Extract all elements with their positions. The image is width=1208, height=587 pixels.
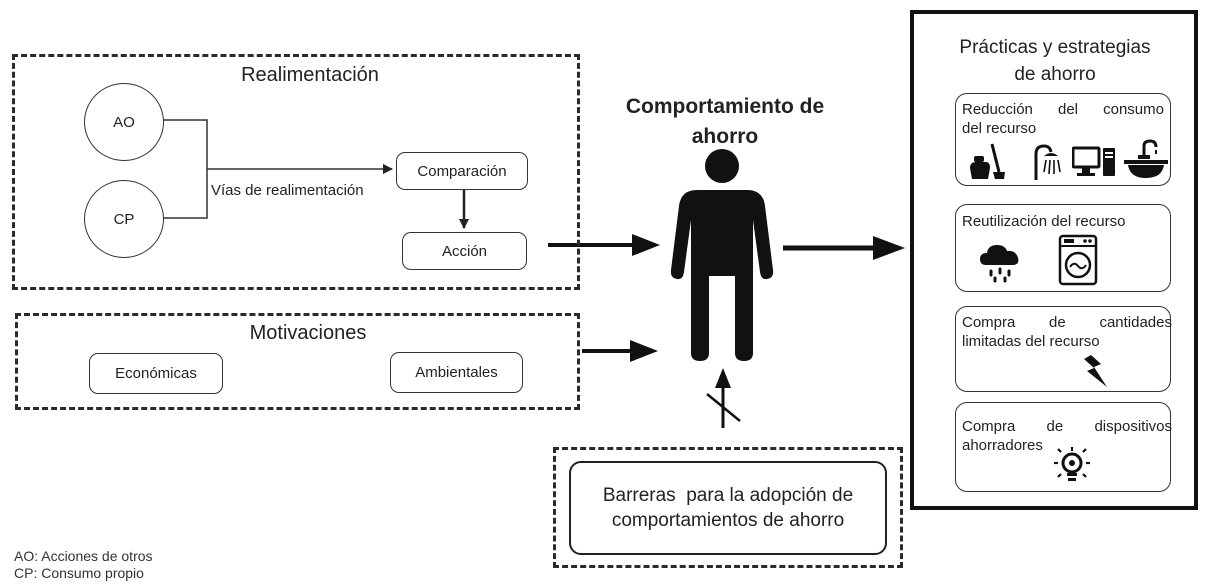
shower-icon: [1034, 144, 1061, 180]
reduction-line1: Reducción del consumo: [962, 101, 1164, 118]
action-box: Acción: [402, 232, 527, 270]
devices-panel: [955, 402, 1171, 492]
environmental-box: Ambientales: [390, 352, 523, 393]
limited-line1: Compra de cantidades: [962, 314, 1172, 331]
comparison-label: Comparación: [417, 162, 507, 180]
legend-ao: AO: Acciones de otros: [14, 548, 153, 564]
limited-line2: limitadas del recurso: [962, 333, 1100, 350]
person-icon: [670, 149, 774, 361]
feedback-paths-label: Vías de realimentación: [211, 182, 364, 199]
action-label: Acción: [441, 242, 488, 260]
action-to-person-arrow: [548, 234, 660, 256]
motivations-section: [15, 313, 580, 410]
center-title-line1: Comportamiento de: [625, 95, 825, 118]
computer-icon: [1072, 146, 1115, 176]
rain-cloud-icon: [980, 245, 1019, 283]
legend: AO: Acciones de otros CP: Consumo propio: [14, 548, 153, 582]
faucet-icon: [1124, 139, 1168, 178]
feedback-paths: [163, 119, 393, 219]
ao-label: AO: [113, 113, 135, 131]
practices-section: [910, 10, 1198, 510]
ao-node: AO: [84, 83, 164, 161]
washing-machine-icon: [1058, 234, 1098, 286]
comparison-box: Comparación: [396, 152, 528, 190]
center-title-line2: ahorro: [691, 125, 759, 148]
center-title: Comportamiento de ahorro: [600, 92, 850, 152]
limited-text: Compra de cantidades limitadas del recur…: [962, 313, 1172, 351]
devices-text: Compra de dispositivos ahorradores: [962, 417, 1172, 455]
reuse-text: Reutilización del recurso: [962, 213, 1126, 230]
economic-label: Económicas: [115, 365, 197, 382]
cleaning-icon: [970, 143, 1005, 179]
practices-title-line2: de ahorro: [1014, 64, 1096, 85]
practices-title: Prácticas y estrategias de ahorro: [930, 34, 1180, 88]
motivations-to-person-arrow: [582, 340, 658, 362]
economic-box: Económicas: [89, 353, 223, 394]
devices-line1: Compra de dispositivos: [962, 418, 1172, 435]
barriers-section: [553, 447, 903, 568]
lightning-icon: [1084, 355, 1107, 387]
reduction-line2: del recurso: [962, 120, 1037, 137]
feedback-section: [12, 54, 580, 290]
environmental-label: Ambientales: [415, 364, 498, 381]
limited-panel: [955, 306, 1171, 392]
barriers-line1: Barreras para la adopción de: [602, 485, 854, 506]
lightbulb-icon: [1054, 447, 1090, 481]
blocked-barrier-arrow: [706, 368, 741, 428]
devices-line2: ahorradores: [962, 437, 1043, 454]
cp-label: CP: [113, 210, 135, 228]
person-to-practices-arrow: [783, 236, 905, 260]
reduction-text: Reducción del consumo del recurso: [962, 100, 1164, 138]
feedback-title: Realimentación: [241, 64, 379, 86]
cp-node: CP: [84, 180, 164, 258]
legend-cp: CP: Consumo propio: [14, 565, 144, 581]
barriers-box: Barreras para la adopción de comportamie…: [569, 461, 887, 555]
barriers-line2: comportamientos de ahorro: [611, 510, 845, 531]
practices-title-line1: Prácticas y estrategias: [959, 37, 1151, 58]
motivations-title: Motivaciones: [249, 322, 367, 344]
